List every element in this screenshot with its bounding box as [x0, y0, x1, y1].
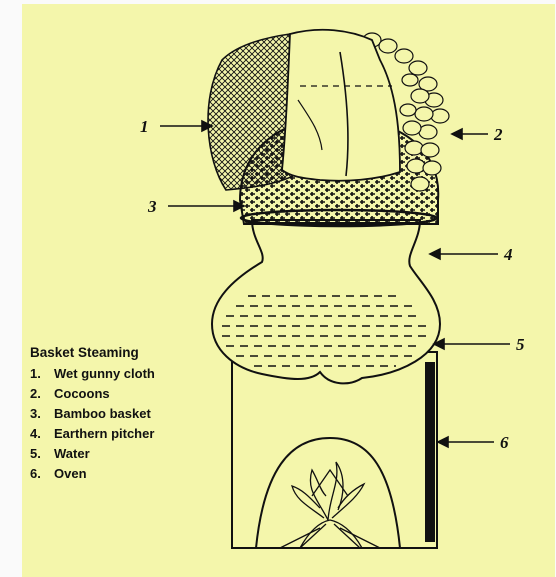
callout-5: 5 [516, 335, 525, 354]
callout-1: 1 [140, 117, 149, 136]
legend-item-number: 2. [30, 386, 54, 401]
legend-title: Basket Steaming [30, 345, 155, 360]
arrow-4 [430, 249, 440, 259]
legend-item: 6.Oven [30, 466, 155, 486]
legend-item-label: Oven [54, 466, 87, 481]
legend-item: 4.Earthern pitcher [30, 426, 155, 446]
legend-item-number: 6. [30, 466, 54, 481]
legend-item: 3.Bamboo basket [30, 406, 155, 426]
legend-item-label: Water [54, 446, 90, 461]
oven-dark-strip [425, 362, 435, 542]
callout-4: 4 [503, 245, 513, 264]
legend-item-number: 5. [30, 446, 54, 461]
callout-3: 3 [147, 197, 157, 216]
arrow-6 [438, 437, 448, 447]
legend-item-number: 3. [30, 406, 54, 421]
legend-item-number: 1. [30, 366, 54, 381]
legend-item-label: Cocoons [54, 386, 110, 401]
legend-item-label: Bamboo basket [54, 406, 151, 421]
legend-item: 5.Water [30, 446, 155, 466]
legend-item: 2.Cocoons [30, 386, 155, 406]
legend-item-number: 4. [30, 426, 54, 441]
wet-gunny-cloth [208, 30, 400, 190]
earthern-pitcher [212, 220, 440, 383]
arrow-2 [452, 129, 462, 139]
legend-item-label: Earthern pitcher [54, 426, 154, 441]
legend-item: 1.Wet gunny cloth [30, 366, 155, 386]
callout-2: 2 [493, 125, 503, 144]
legend: Basket Steaming 1.Wet gunny cloth 2.Coco… [30, 345, 155, 486]
legend-item-label: Wet gunny cloth [54, 366, 155, 381]
callout-6: 6 [500, 433, 509, 452]
